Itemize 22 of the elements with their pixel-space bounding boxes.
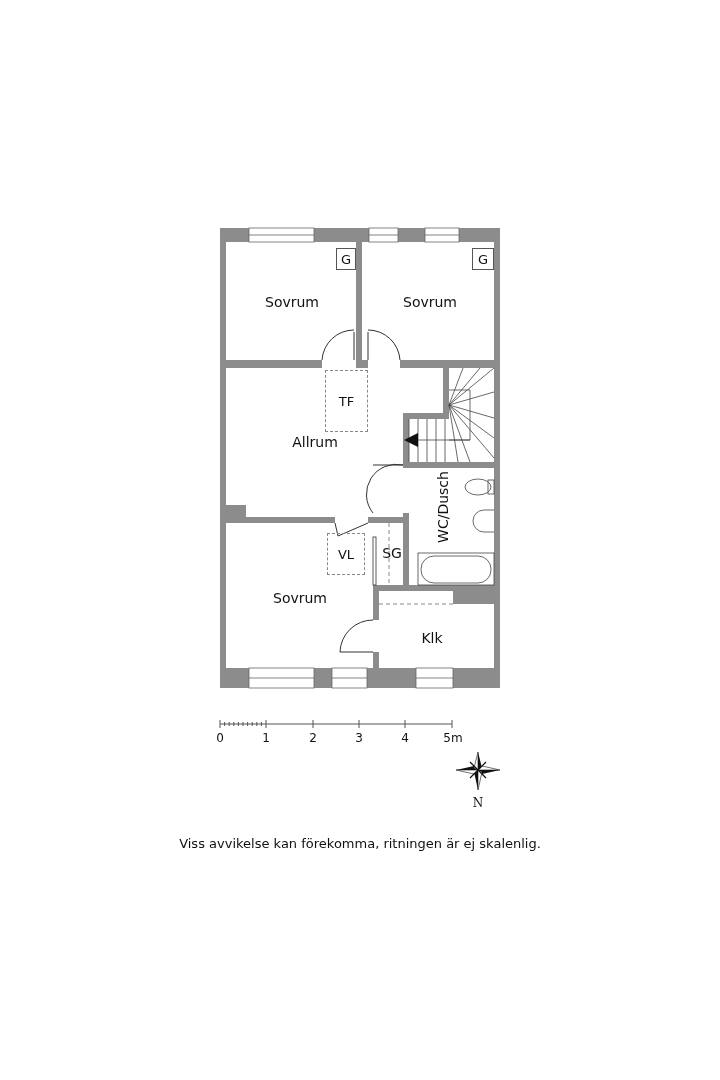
storage-marking <box>472 248 494 270</box>
north-label: N <box>472 797 484 809</box>
scale-label: 1 <box>262 732 270 744</box>
area-label: VL <box>337 547 355 561</box>
scale-label: 5m <box>443 732 463 744</box>
room-label: SG <box>382 546 402 560</box>
room-label: Sovrum <box>265 295 319 309</box>
dashed-area <box>327 533 365 575</box>
room-label: WC/Dusch <box>436 471 450 543</box>
room-label: Sovrum <box>273 591 327 605</box>
scale-label: 0 <box>216 732 224 744</box>
dashed-area <box>325 370 368 432</box>
area-label: G <box>477 252 489 266</box>
scale-label: 2 <box>309 732 317 744</box>
caption: Viss avvikelse kan förekomma, ritningen är ej skalenlig. <box>179 836 541 850</box>
scale-label: 4 <box>401 732 409 744</box>
area-label: TF <box>338 394 355 408</box>
area-label: G <box>340 252 352 266</box>
room-label: Sovrum <box>403 295 457 309</box>
room-label: Klk <box>421 631 443 645</box>
room-label: Allrum <box>292 435 338 449</box>
scale-label: 3 <box>355 732 363 744</box>
